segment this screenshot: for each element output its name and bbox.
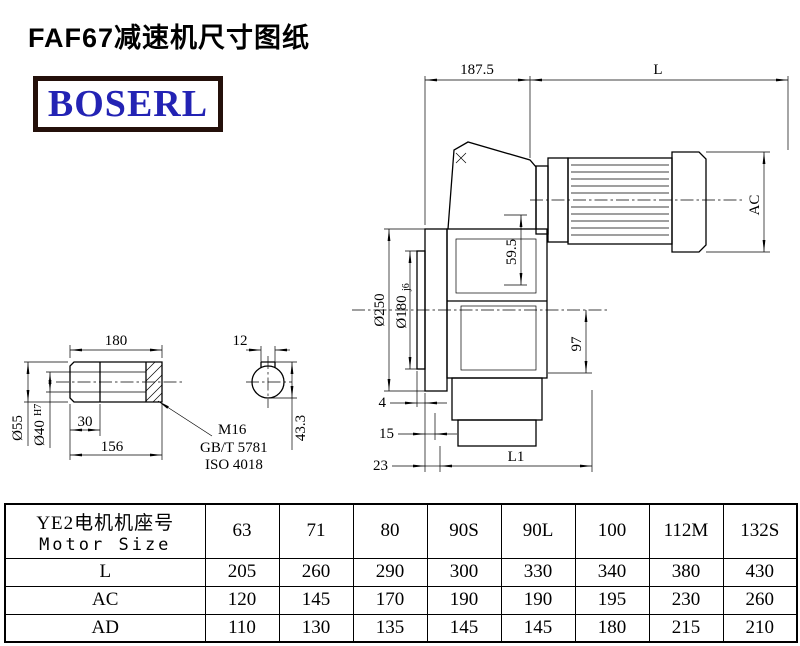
thread-leader-line [157,400,213,437]
dim-label-97: 97 [569,336,585,352]
dim-label-59-5: 59.5 [504,239,520,265]
table-cell: 380 [648,557,724,587]
motor-size-90S: 90S [426,503,502,559]
table-cell: 145 [278,585,354,615]
motor-size-100: 100 [574,503,650,559]
table-cell: 190 [500,585,576,615]
dim-label-spigot-diameter: Ø180 [394,295,410,328]
motor-size-71: 71 [278,503,354,559]
extension-lines-d55 [24,361,68,403]
dim-label-flange-diameter: Ø250 [372,293,388,326]
motor-size-80: 80 [352,503,428,559]
motor-size-90L: 90L [500,503,576,559]
extension-lines-180 [69,345,163,358]
dimensions-main: 187.5 L AC Ø250 Ø180 j6 59.5 97 4 [372,62,789,474]
breather-mark-icon [455,152,467,164]
row-label-AD: AD [4,613,206,643]
dim-label-d40-tolerance: H7 [33,404,44,416]
table-cell: 230 [648,585,724,615]
dim-label-spigot-tolerance: j6 [401,283,412,292]
upper-housing [447,141,537,230]
motor-body [567,157,673,245]
table-cell: 110 [204,613,280,643]
extension-lines-bottom [416,371,593,472]
dim-label-15: 15 [379,426,394,442]
table-cell: 260 [278,557,354,587]
motor-cooling-fins [571,164,669,236]
table-cell: 170 [352,585,428,615]
dim-label-156: 156 [101,439,124,455]
dim-label-180: 180 [105,333,128,349]
dim-label-L1: L1 [508,449,525,465]
table-row-L: L 205 260 290 300 330 340 380 430 [4,557,798,587]
motor-size-header-cell: YE2电机机座号 Motor Size [4,503,206,559]
hollow-shaft-outline [69,361,163,403]
housing-base [451,377,543,421]
thread-spec-label: M16 [218,422,247,438]
table-row-AC: AC 120 145 170 190 190 195 230 260 [4,585,798,615]
row-label-AC: AC [4,585,206,615]
table-cell: 190 [426,585,502,615]
thread-standard-iso-label: ISO 4018 [205,457,263,473]
shaft-end-hatch [145,361,163,403]
motor-size-112M: 112M [648,503,724,559]
dim-label-43-3: 43.3 [293,415,309,441]
table-cell: 195 [574,585,650,615]
main-view [352,141,608,447]
motor-size-header-cn: YE2电机机座号 [36,512,175,534]
dim-label-30: 30 [78,414,93,430]
fan-cowl [671,151,707,253]
table-cell: 205 [204,557,280,587]
size-table: YE2电机机座号 Motor Size 63 71 80 90S 90L 100… [4,503,798,643]
dim-label-d55: Ø55 [10,415,26,441]
shaft-bore-lines [70,371,146,393]
bearing-bore-upper [455,238,537,294]
keyway-section-view: 12 43.3 [233,333,309,450]
table-cell: 215 [648,613,724,643]
table-cell: 210 [722,613,798,643]
bearing-bore-lower [460,305,537,371]
dim-label-4: 4 [379,395,387,411]
table-cell: 330 [500,557,576,587]
extension-lines-flange [384,228,425,392]
table-cell: 130 [278,613,354,643]
dim-label-12: 12 [233,333,248,349]
housing-foot [457,419,537,447]
motor-assembly [530,151,742,253]
thread-standard-gb-label: GB/T 5781 [200,440,268,456]
table-cell: 290 [352,557,428,587]
table-cell: 260 [722,585,798,615]
logo-text: BOSERL [47,83,209,125]
table-cell: 340 [574,557,650,587]
gear-housing [446,228,548,379]
extension-lines-59-5 [504,214,527,286]
motor-size-header-en: Motor Size [39,534,172,555]
dim-label-23: 23 [373,458,388,474]
table-cell: 135 [352,613,428,643]
dim-label-L: L [653,62,662,78]
extension-lines-AC [706,151,770,253]
boserl-logo: BOSERL [33,76,223,132]
extension-lines-top [424,76,789,225]
dim-label-d40: Ø40 [32,420,48,446]
shaft-detail-view: 180 Ø55 Ø40 H7 30 156 M16 GB/T 5781 ISO … [10,333,268,473]
table-cell: 145 [500,613,576,643]
table-cell: 180 [574,613,650,643]
table-cell: 300 [426,557,502,587]
table-cell: 145 [426,613,502,643]
dim-label-187-5: 187.5 [460,62,494,78]
table-cell: 430 [722,557,798,587]
technical-drawing: 187.5 L AC Ø250 Ø180 j6 59.5 97 4 [10,62,789,474]
table-header-row: YE2电机机座号 Motor Size 63 71 80 90S 90L 100… [4,503,798,559]
motor-size-132S: 132S [722,503,798,559]
table-row-AD: AD 110 130 135 145 145 180 215 210 [4,613,798,643]
table-cell: 120 [204,585,280,615]
extension-lines-43-3 [268,361,297,399]
row-label-L: L [4,557,206,587]
motor-size-63: 63 [204,503,280,559]
page-title: FAF67减速机尺寸图纸 [28,23,311,53]
dim-label-AC: AC [747,195,763,216]
section-centerlines [246,356,292,408]
extension-lines-156 [69,404,163,460]
